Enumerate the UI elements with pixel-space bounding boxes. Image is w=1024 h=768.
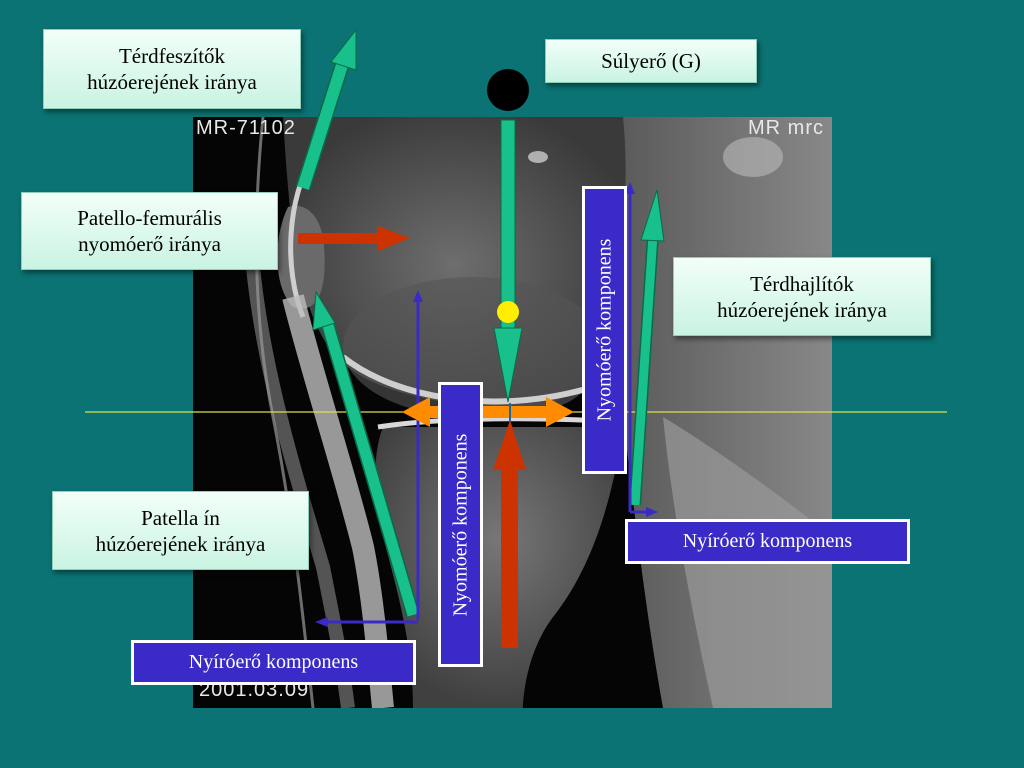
shear-label-left: Nyíróerő komponens <box>131 640 416 685</box>
shear-double-arrow <box>402 397 574 427</box>
left-compression-vector <box>413 290 423 620</box>
patellofemoral-label-line2: nyomóerő iránya <box>78 232 221 256</box>
compression-label-right: Nyomóerő komponens <box>582 186 627 474</box>
patellar-tendon-arrow <box>312 290 420 617</box>
hamstring-label: Térdhajlítók húzóerejének iránya <box>673 257 931 336</box>
left-shear-vector <box>315 617 418 627</box>
shear-label-right: Nyíróerő komponens <box>625 519 910 564</box>
center-of-mass-dot <box>487 69 529 111</box>
compression-label-right-text: Nyomóerő komponens <box>593 238 615 422</box>
patellofemoral-label: Patello-femurális nyomóerő iránya <box>21 192 278 270</box>
mri-id-text: MR-71102 <box>196 117 296 139</box>
patellofemoral-label-line1: Patello-femurális <box>77 206 222 230</box>
shear-label-left-text: Nyíróerő komponens <box>188 651 359 673</box>
rotation-center-marker <box>497 301 519 323</box>
shear-label-right-text: Nyíróerő komponens <box>682 530 853 552</box>
patellar-tendon-label-line2: húzóerejének iránya <box>95 531 266 556</box>
mri-site-text: MR mrc <box>748 117 824 139</box>
gravity-arrow <box>493 119 523 403</box>
hamstring-label-line2: húzóerejének iránya <box>717 297 887 322</box>
hamstring-label-line1: Térdhajlítók <box>750 271 854 296</box>
quadriceps-label-line2: húzóerejének iránya <box>87 70 257 94</box>
compression-label-center-text: Nyomóerő komponens <box>449 433 471 616</box>
patellar-tendon-label-line1: Patella ín <box>141 505 220 530</box>
right-compression-vector <box>625 182 635 512</box>
patellofemoral-arrow <box>298 226 410 251</box>
gravity-label-text: Súlyerő (G) <box>601 49 701 73</box>
quadriceps-label-line1: Térdfeszítők <box>118 44 226 68</box>
right-shear-vector <box>630 507 658 517</box>
compression-label-center: Nyomóerő komponens <box>438 382 483 667</box>
patellar-tendon-label: Patella ín húzóerejének iránya <box>52 491 309 570</box>
quadriceps-label: Térdfeszítők húzóerejének iránya <box>43 29 301 109</box>
gravity-label: Súlyerő (G) <box>545 39 757 83</box>
quadriceps-arrow <box>295 28 357 191</box>
ground-reaction-arrow <box>493 420 526 648</box>
hamstring-arrow <box>629 189 665 506</box>
